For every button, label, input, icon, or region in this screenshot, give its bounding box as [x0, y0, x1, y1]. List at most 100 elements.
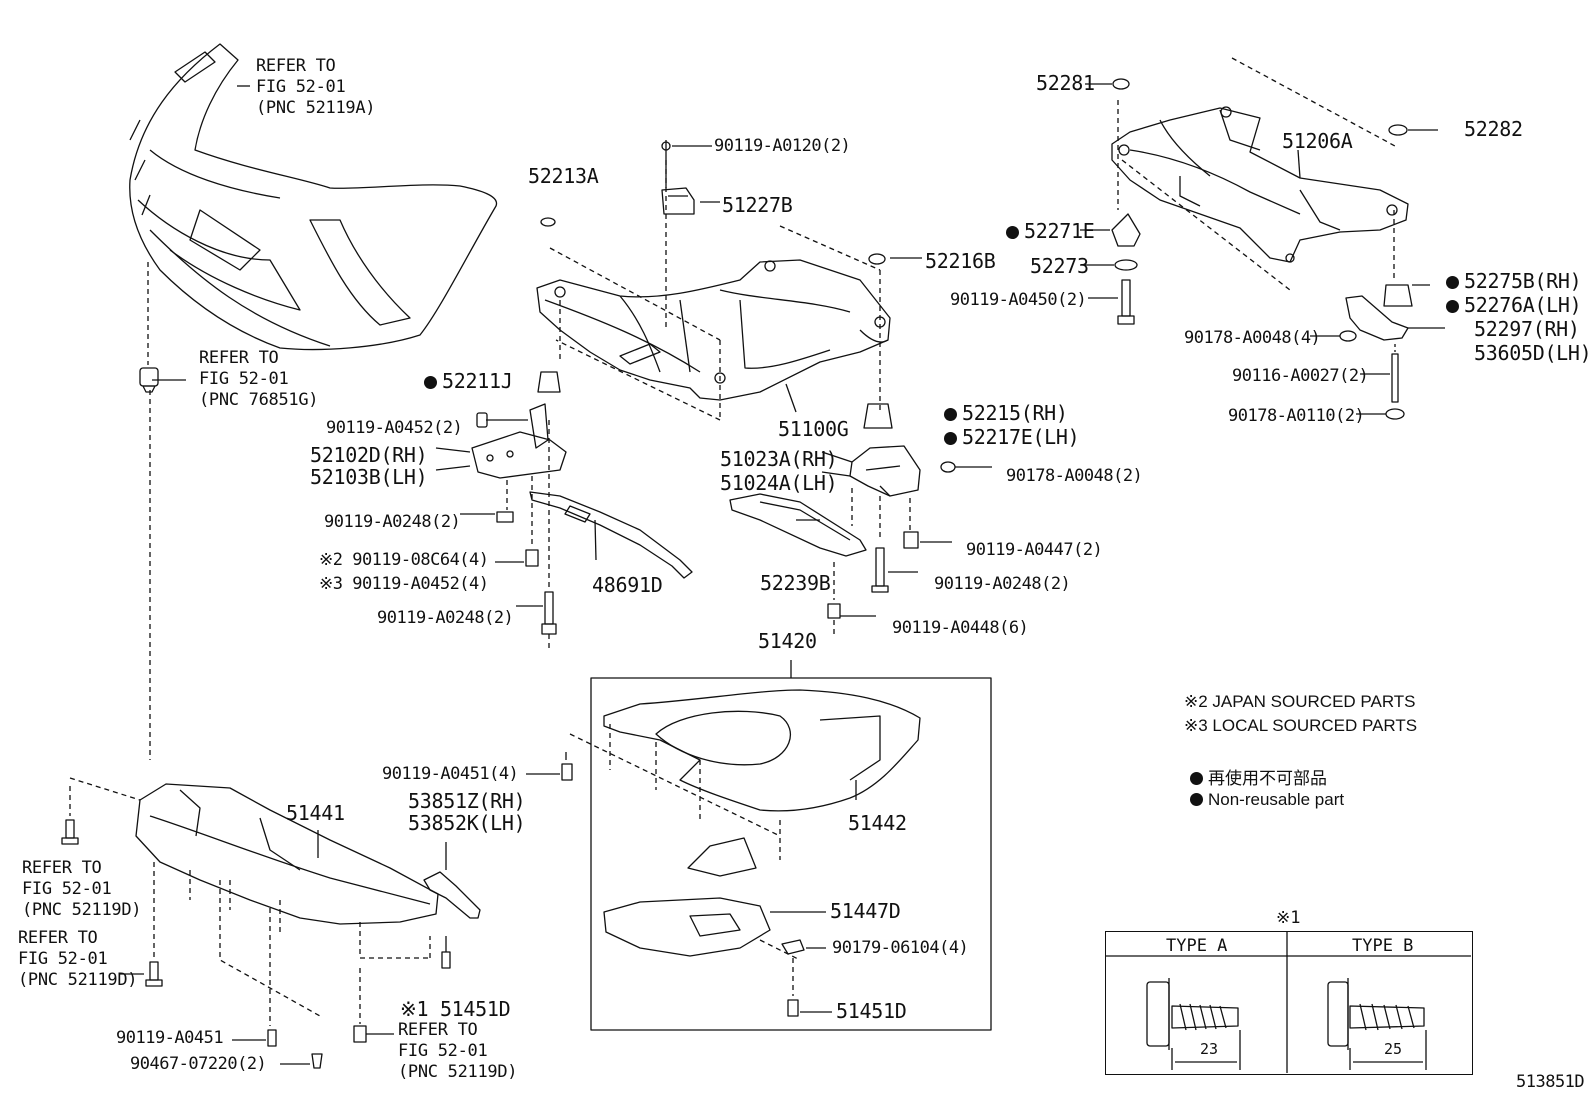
part-label: 51227B [722, 193, 793, 217]
part-label: 52282 [1464, 117, 1523, 141]
part-label: 90178-A0110(2) [1228, 406, 1365, 426]
ref-line: FIG 52-01 [256, 77, 346, 97]
part-label: ※3 90119-A0452(4) [319, 574, 489, 594]
non-reusable-dot-icon [1190, 793, 1203, 806]
ref-line: REFER TO [22, 858, 102, 878]
part-number: 52217E(LH) [962, 425, 1080, 449]
ref-line: (PNC 52119D) [22, 900, 142, 920]
type-a-heading: TYPE A [1166, 936, 1228, 956]
part-label: 90178-A0048(4) [1184, 328, 1321, 348]
undercover-51447d-illustration [603, 897, 771, 957]
non-reusable-note-en: Non-reusable part [1190, 790, 1344, 810]
part-label: 52271E [1006, 219, 1095, 243]
screw-type-a-illustration [1146, 978, 1241, 1070]
part-label: 90119-A0120(2) [714, 136, 851, 156]
clip-illustration [139, 367, 159, 393]
non-reusable-dot-icon [944, 408, 957, 421]
ref-line: (PNC 52119D) [18, 970, 138, 990]
bushing-52211j-illustration [537, 371, 561, 393]
ref-clip-note: REFER TO FIG 52-01 (PNC 76851G) [199, 348, 319, 411]
non-reusable-dot-icon [1446, 276, 1459, 289]
brace-52239b-illustration [729, 493, 867, 557]
ref-line: FIG 52-01 [199, 369, 289, 389]
ref-line: FIG 52-01 [22, 879, 112, 899]
part-label: 90119-A0450(2) [950, 290, 1087, 310]
front-bumper-illustration [129, 43, 498, 351]
part-label: 90119-A0452(2) [326, 418, 463, 438]
part-label: 53852K(LH) [408, 811, 526, 835]
part-label: 52275B(RH) [1446, 269, 1582, 293]
part-label: 51441 [286, 801, 345, 825]
part-label: 90119-A0248(2) [934, 574, 1071, 594]
part-label: 52103B(LH) [310, 465, 428, 489]
ref-line: FIG 52-01 [18, 949, 108, 969]
part-label: 52216B [925, 249, 996, 273]
part-label: 53605D(LH) [1474, 341, 1592, 365]
part-label: 53851Z(RH) [408, 789, 526, 813]
ref-line: (PNC 76851G) [199, 390, 319, 410]
part-label: 52215(RH) [944, 402, 1068, 424]
part-label: 52217E(LH) [944, 425, 1080, 449]
part-label: 90467-07220(2) [130, 1054, 267, 1074]
non-reusable-dot-icon [1190, 772, 1203, 785]
part-number: 52276A(LH) [1464, 293, 1582, 317]
local-sourced-note: ※3 LOCAL SOURCED PARTS [1184, 716, 1418, 735]
ref-line: REFER TO [199, 348, 279, 368]
part-label: 90178-A0048(2) [1006, 466, 1143, 486]
part-label: 51024A(LH) [720, 471, 838, 495]
non-reusable-dot-icon [1006, 226, 1019, 239]
suspension-member-illustration [536, 259, 891, 401]
non-reusable-dot-icon [944, 432, 957, 445]
ref-cover-upper-note: REFER TO FIG 52-01 (PNC 52119D) [22, 858, 142, 921]
part-number: 52275B(RH) [1464, 269, 1582, 293]
rear-crossmember-illustration [1111, 106, 1409, 263]
part-label: 51206A [1282, 129, 1353, 153]
part-label: 90116-A0027(2) [1232, 366, 1369, 386]
type-b-length: 25 [1384, 1040, 1403, 1058]
bushing-52215-illustration [863, 403, 893, 429]
non-reusable-note-jp: 再使用不可部品 [1190, 764, 1327, 789]
part-label: 52213A [528, 164, 599, 188]
part-label: 51100G [778, 417, 849, 441]
part-label: 51447D [830, 899, 901, 923]
undercover-51442-illustration [603, 689, 921, 812]
note-text: 再使用不可部品 [1208, 769, 1327, 788]
part-label: 52276A(LH) [1446, 293, 1582, 317]
part-label: 51023A(RH) [720, 447, 838, 471]
part-label: 90119-A0451 [116, 1028, 224, 1048]
part-label: 51451D [836, 999, 907, 1023]
part-label: 90119-A0248(2) [377, 608, 514, 628]
part-label: 52239B [760, 571, 831, 595]
ref-line: REFER TO [398, 1020, 478, 1040]
part-label: 90179-06104(4) [832, 938, 969, 958]
undercover-51441-illustration [135, 783, 439, 925]
bracket-51227b-illustration [661, 187, 695, 215]
part-label: 52211J [424, 369, 513, 393]
part-label: 90119-A0451(4) [382, 764, 519, 784]
ref-bumper-note: REFER TO FIG 52-01 (PNC 52119A) [256, 56, 376, 119]
part-label: ※1 51451D [400, 997, 511, 1021]
bracket-52297-illustration [1345, 295, 1409, 341]
part-label: 52297(RH) [1474, 317, 1580, 341]
non-reusable-dot-icon [1446, 300, 1459, 313]
type-b-heading: TYPE B [1352, 936, 1414, 956]
ref-line: (PNC 52119D) [398, 1062, 518, 1082]
part-number: 52215(RH) [962, 401, 1068, 425]
ref-line: REFER TO [256, 56, 336, 76]
bracket-52102d-illustration [471, 403, 567, 479]
part-number: 52211J [442, 369, 513, 393]
part-label: 52281 [1036, 71, 1095, 95]
non-reusable-dot-icon [424, 376, 437, 389]
panel-illustration [687, 837, 757, 877]
part-number: 52271E [1024, 219, 1095, 243]
ref-line: FIG 52-01 [398, 1041, 488, 1061]
ref-line: REFER TO [18, 928, 98, 948]
part-label: ※2 90119-08C64(4) [319, 550, 489, 570]
rod-48691d-illustration [529, 491, 693, 579]
part-label: 51420 [758, 629, 817, 653]
part-label: 90119-A0248(2) [324, 512, 461, 532]
ref-cover-lower-note: REFER TO FIG 52-01 (PNC 52119D) [18, 928, 138, 991]
bracket-53851z-illustration [423, 871, 481, 919]
